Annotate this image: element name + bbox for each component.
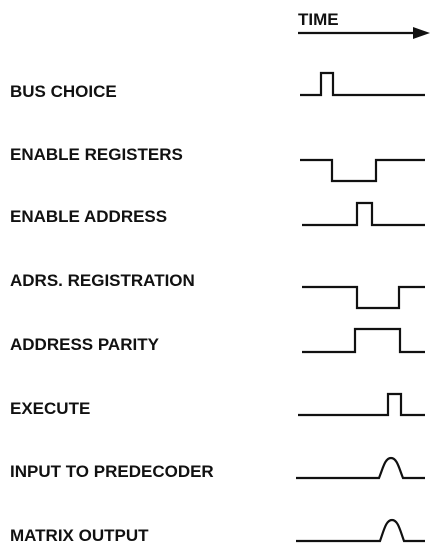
matrix-output-waveform xyxy=(296,518,425,543)
execute-waveform xyxy=(298,392,425,417)
signal-label: ADDRESS PARITY xyxy=(10,335,160,354)
time-arrow-icon xyxy=(413,27,430,39)
enable-address-waveform xyxy=(302,201,425,227)
bus-choice-waveform xyxy=(300,71,425,97)
signal-label: ENABLE ADDRESS xyxy=(10,207,167,226)
signal-label: ENABLE REGISTERS xyxy=(10,145,183,164)
signal-label: BUS CHOICE xyxy=(10,82,117,101)
time-axis: TIME xyxy=(298,10,430,39)
input-to-predecoder-waveform xyxy=(296,456,425,480)
address-parity-waveform xyxy=(302,327,425,354)
signal-row-matrix-output: MATRIX OUTPUT xyxy=(10,518,425,545)
signal-label: MATRIX OUTPUT xyxy=(10,526,149,545)
signal-row-enable-registers: ENABLE REGISTERS xyxy=(10,145,425,183)
signal-label: INPUT TO PREDECODER xyxy=(10,462,214,481)
signal-label: ADRS. REGISTRATION xyxy=(10,271,195,290)
signal-row-bus-choice: BUS CHOICE xyxy=(10,71,425,101)
signal-row-enable-address: ENABLE ADDRESS xyxy=(10,201,425,227)
signal-label: EXECUTE xyxy=(10,399,90,418)
signal-row-execute: EXECUTE xyxy=(10,392,425,418)
signal-row-address-parity: ADDRESS PARITY xyxy=(10,327,425,354)
time-axis-label: TIME xyxy=(298,10,339,29)
enable-registers-waveform xyxy=(300,158,425,183)
signal-row-input-to-predecoder: INPUT TO PREDECODER xyxy=(10,456,425,481)
adrs-registration-waveform xyxy=(302,285,425,310)
signal-row-adrs-registration: ADRS. REGISTRATION xyxy=(10,271,425,310)
